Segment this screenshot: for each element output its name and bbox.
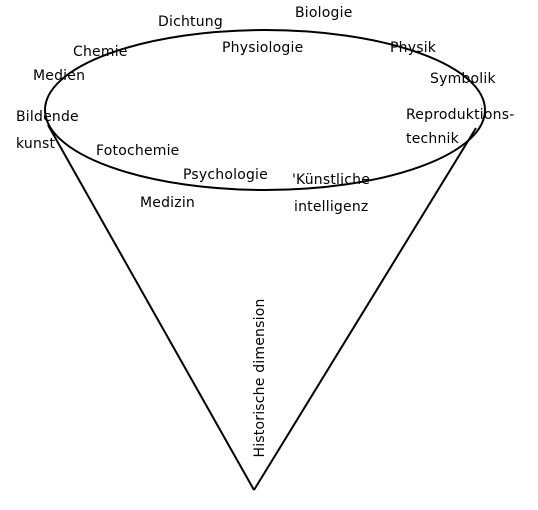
label-medien: Medien <box>33 68 86 84</box>
cone-right-edge <box>253 127 477 491</box>
label-reproduktions: Reproduktions- <box>406 107 515 123</box>
label-psychologie: Psychologie <box>183 167 268 183</box>
label-physiologie: Physiologie <box>222 40 304 56</box>
label-technik: technik <box>406 131 459 147</box>
label-medizin: Medizin <box>140 195 195 211</box>
label-physik: Physik <box>390 40 437 56</box>
label-chemie: Chemie <box>73 44 128 60</box>
historical-dimension-label: Historische dimension <box>252 298 268 458</box>
cone-left-edge <box>47 124 255 491</box>
cone-rim-ellipse <box>44 29 486 191</box>
label-kunst: kunst <box>16 136 56 152</box>
label-kuenstliche: 'Künstliche <box>292 172 371 188</box>
label-dichtung: Dichtung <box>158 14 223 30</box>
label-symbolik: Symbolik <box>430 71 496 87</box>
label-biologie: Biologie <box>295 5 353 21</box>
label-fotochemie: Fotochemie <box>96 143 180 159</box>
label-bildende: Bildende <box>16 109 79 125</box>
label-intelligenz: intelligenz <box>294 199 369 215</box>
